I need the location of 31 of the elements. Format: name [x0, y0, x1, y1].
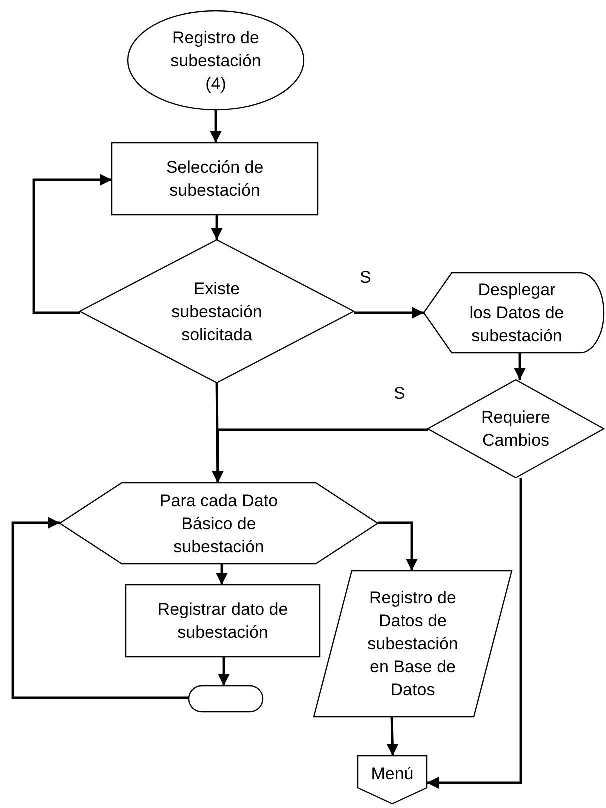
process-box: [112, 143, 318, 215]
node-text: Registro de subestación (4): [170, 27, 262, 95]
data-parallelogram: [314, 571, 512, 717]
arrow: [211, 215, 223, 240]
arrow: [216, 564, 228, 585]
node-text: Registro de Datos de subestación en Base de Datos: [366, 588, 460, 702]
node-text: Requiere Cambios: [480, 407, 552, 452]
node-text: Existe subestación solicitada: [170, 278, 264, 346]
decision-diamond: [428, 380, 604, 478]
node-text: Para cada Dato Básico de subestación: [158, 490, 280, 558]
arrow: [427, 478, 522, 789]
arrow: [210, 110, 222, 143]
arrow: [32, 174, 112, 314]
arrow: [386, 716, 399, 756]
off-page-connector: [358, 756, 427, 804]
arrow: [514, 353, 526, 380]
display-shape: [424, 273, 604, 353]
node-text: Selección de subestación: [165, 157, 265, 202]
node-text: Menú: [371, 764, 414, 786]
terminator-shape: [189, 686, 263, 712]
arrow: [378, 522, 418, 571]
node-text: Desplegar los Datos de subestación: [468, 280, 566, 348]
process-box: [126, 585, 320, 657]
decision-diamond: [80, 240, 354, 383]
loop-hexagon: [60, 483, 378, 564]
arrow: [218, 657, 230, 686]
arrow: [212, 428, 428, 483]
node-text: Registrar dato de subestación: [156, 599, 290, 644]
arrow: [12, 517, 189, 700]
arrow: [354, 307, 424, 319]
start-ellipse: [128, 11, 304, 110]
